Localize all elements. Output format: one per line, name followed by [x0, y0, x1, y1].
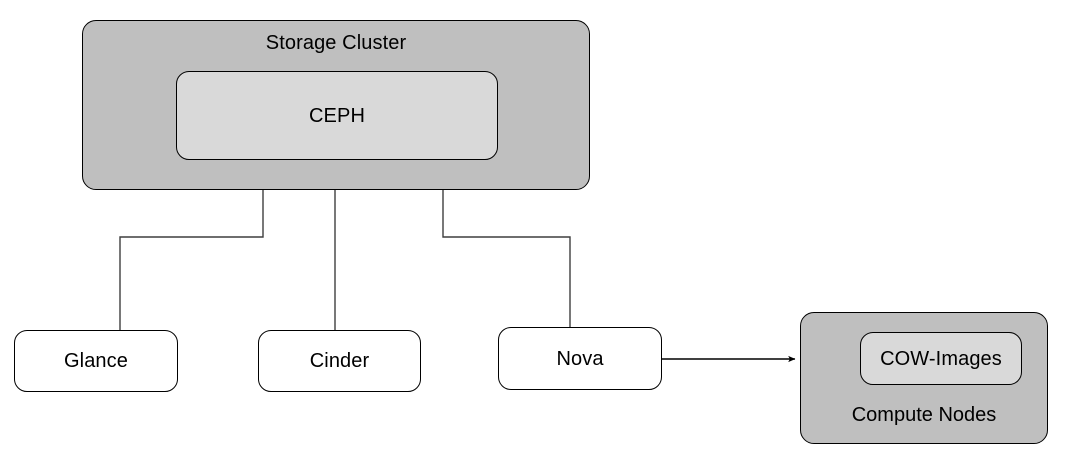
node-cow-images[interactable]: COW-Images: [860, 332, 1022, 385]
glance-label: Glance: [64, 350, 128, 372]
node-cinder[interactable]: Cinder: [258, 330, 421, 392]
compute-nodes-label: Compute Nodes: [851, 404, 997, 426]
cow-images-label: COW-Images: [880, 347, 1002, 370]
cinder-label: Cinder: [309, 350, 370, 372]
edge-nova-to-ceph: [439, 169, 571, 345]
storage-cluster-label: Storage Cluster: [265, 32, 407, 54]
node-nova[interactable]: Nova: [498, 327, 662, 390]
nova-label: Nova: [556, 347, 604, 370]
node-glance[interactable]: Glance: [14, 330, 178, 392]
ceph-label: CEPH: [309, 104, 365, 127]
edge-glance-to-ceph: [119, 169, 267, 345]
node-ceph[interactable]: CEPH: [176, 71, 498, 160]
